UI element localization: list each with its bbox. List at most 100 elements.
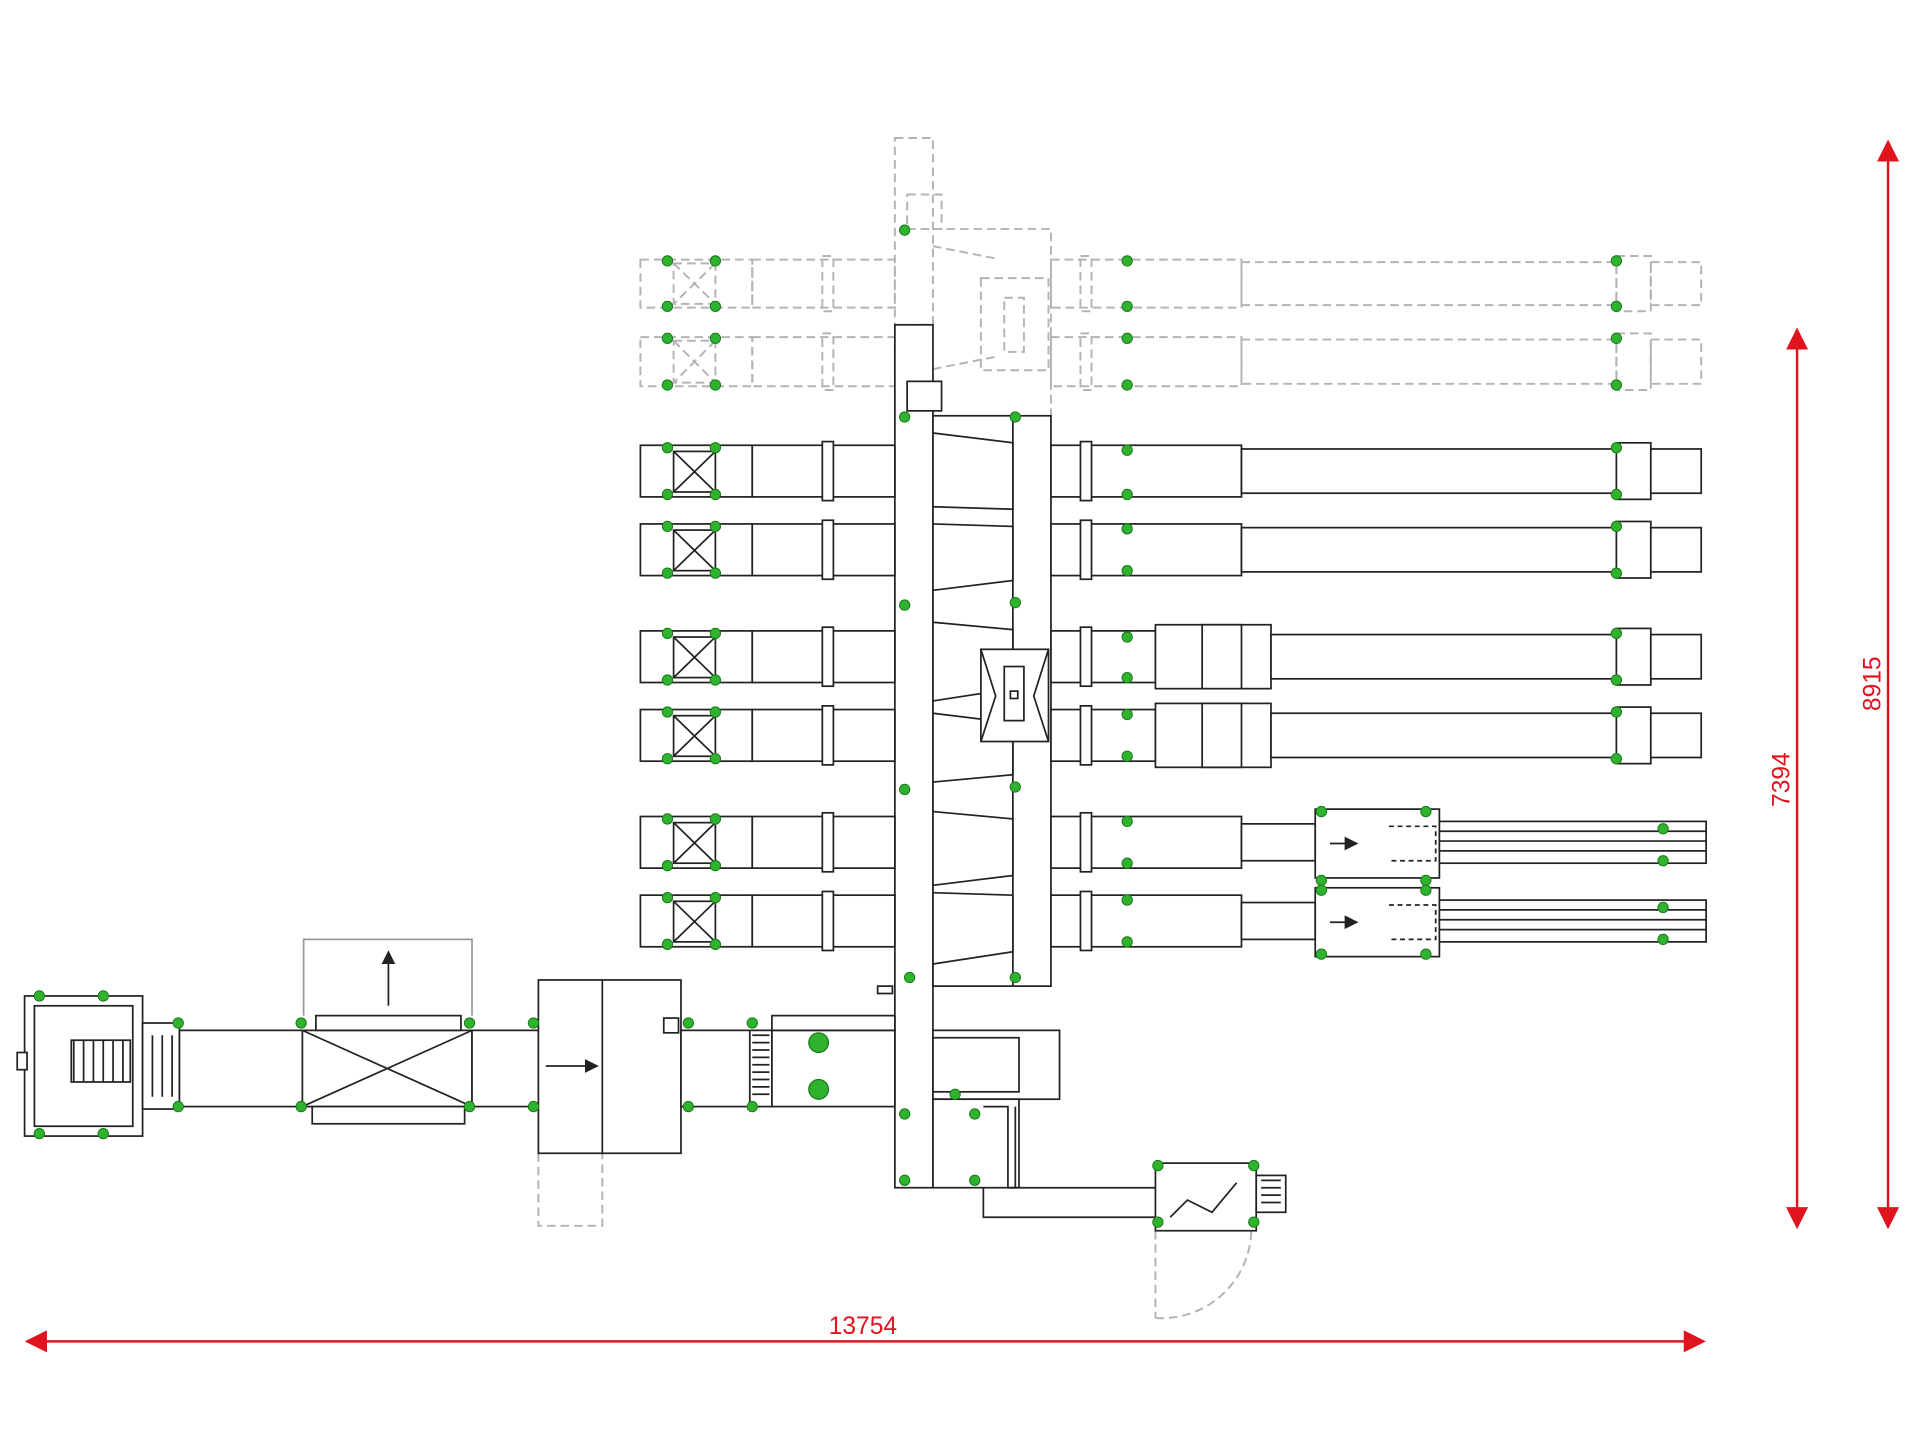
outer-height-dimension-label: 8915 — [1860, 656, 1887, 711]
lane-2 — [639, 519, 1703, 581]
sensor-node — [1121, 671, 1133, 684]
ghost-lane-2-conveyor-left — [751, 336, 896, 388]
sensor-node — [1420, 884, 1432, 896]
sensor-node — [527, 1017, 540, 1029]
sensor-node — [1657, 823, 1669, 835]
sensor-node — [1610, 674, 1623, 686]
sensor-node — [463, 1100, 476, 1113]
sensor-node — [661, 332, 674, 344]
sensor-node — [172, 1017, 184, 1029]
control-cabinet — [1154, 1162, 1258, 1232]
sensor-node — [1121, 857, 1133, 869]
ghost-transfer-extension — [537, 1153, 604, 1227]
ghost-lane-2-conveyor-mid — [1049, 336, 1243, 388]
ghost-lanes — [537, 136, 1703, 1320]
sensor-node — [1420, 948, 1432, 960]
sensor-node — [1420, 874, 1432, 887]
sensor-node — [899, 224, 911, 236]
sensor-node — [1009, 411, 1021, 423]
sensor-node — [97, 990, 109, 1002]
sensor-node — [1009, 971, 1021, 984]
sensor-node — [1152, 1159, 1164, 1172]
sensor-node — [97, 1127, 109, 1140]
sensor-node — [1248, 1159, 1260, 1172]
sensor-node — [1657, 855, 1669, 867]
sensor-node — [1315, 805, 1328, 818]
lane-6 — [639, 886, 1707, 958]
conveyor-fitting — [808, 1032, 830, 1054]
sensor-node — [709, 332, 722, 344]
sensor-node — [1121, 631, 1133, 643]
ghost-lane-1-infeed — [639, 258, 754, 309]
sensor-node — [661, 627, 674, 639]
sensor-node — [33, 1127, 45, 1140]
sensor-node — [709, 706, 722, 718]
sensor-node — [899, 1108, 911, 1120]
sensor-node — [949, 1088, 961, 1100]
sensor-node — [1121, 255, 1133, 267]
sensor-node — [709, 520, 722, 533]
lane-4 — [639, 702, 1703, 769]
ghost-lane-1-conveyor-right — [1240, 261, 1618, 307]
sensor-node — [899, 1174, 911, 1186]
sensor-node — [295, 1100, 307, 1113]
sensor-node — [661, 520, 674, 533]
sensor-node — [1610, 706, 1623, 718]
sensor-node — [709, 300, 722, 313]
sensor-node — [661, 706, 674, 718]
ghost-switch — [979, 277, 1050, 372]
sensor-node — [33, 990, 45, 1002]
sensor-node — [1610, 379, 1623, 391]
sensor-node — [682, 1017, 695, 1029]
sensor-node — [1152, 1216, 1164, 1228]
sensor-node — [1009, 596, 1021, 609]
sensor-node — [1315, 874, 1328, 887]
ghost-lane-2-conveyor-right — [1240, 338, 1618, 385]
sensor-node — [1420, 805, 1432, 818]
lane-3 — [639, 623, 1703, 690]
sensor-node — [709, 674, 722, 686]
lane-1 — [639, 440, 1703, 502]
sensor-node — [661, 255, 674, 267]
sensor-node — [1610, 567, 1623, 579]
sensor-node — [1121, 332, 1133, 344]
sensor-node — [1610, 520, 1623, 533]
sensor-node — [709, 488, 722, 501]
ghost-funnel — [932, 245, 996, 371]
lane-5 — [639, 808, 1707, 879]
sensor-node — [709, 379, 722, 391]
sensor-node — [1315, 884, 1328, 896]
sensor-node — [1121, 708, 1133, 721]
sensor-node — [295, 1017, 307, 1029]
machinery — [16, 323, 1707, 1232]
sensor-node — [1121, 894, 1133, 906]
sensor-node — [661, 300, 674, 313]
ghost-lane-2-infeed — [639, 336, 754, 388]
inner-height-dimension-label: 7394 — [1769, 752, 1796, 807]
sensor-node — [709, 442, 722, 454]
dimension-lines — [24, 139, 1900, 1353]
sensor-node — [899, 411, 911, 423]
sensor-node — [1610, 332, 1623, 344]
sensor-node — [1121, 488, 1133, 501]
sensor-node — [1121, 444, 1133, 456]
sensor-node — [661, 674, 674, 686]
sensor-node — [1121, 523, 1133, 535]
sensor-node — [709, 860, 722, 872]
sensor-node — [661, 567, 674, 579]
sensor-node — [661, 813, 674, 825]
sensor-node — [1121, 300, 1133, 313]
sensor-node — [682, 1100, 695, 1113]
sensor-node — [661, 379, 674, 391]
ghost-switch-core — [1003, 296, 1025, 353]
sensor-node — [1121, 936, 1133, 948]
ghost-lane-1-conveyor-left — [751, 258, 896, 309]
ghost-door-swing — [1154, 1230, 1253, 1320]
sensor-node — [1610, 627, 1623, 639]
sensor-node — [1610, 255, 1623, 267]
sensor-node — [899, 599, 911, 611]
sensor-nodes — [33, 224, 1669, 1228]
sensor-node — [1121, 815, 1133, 828]
sensor-node — [463, 1017, 476, 1029]
sensor-node — [903, 971, 916, 984]
